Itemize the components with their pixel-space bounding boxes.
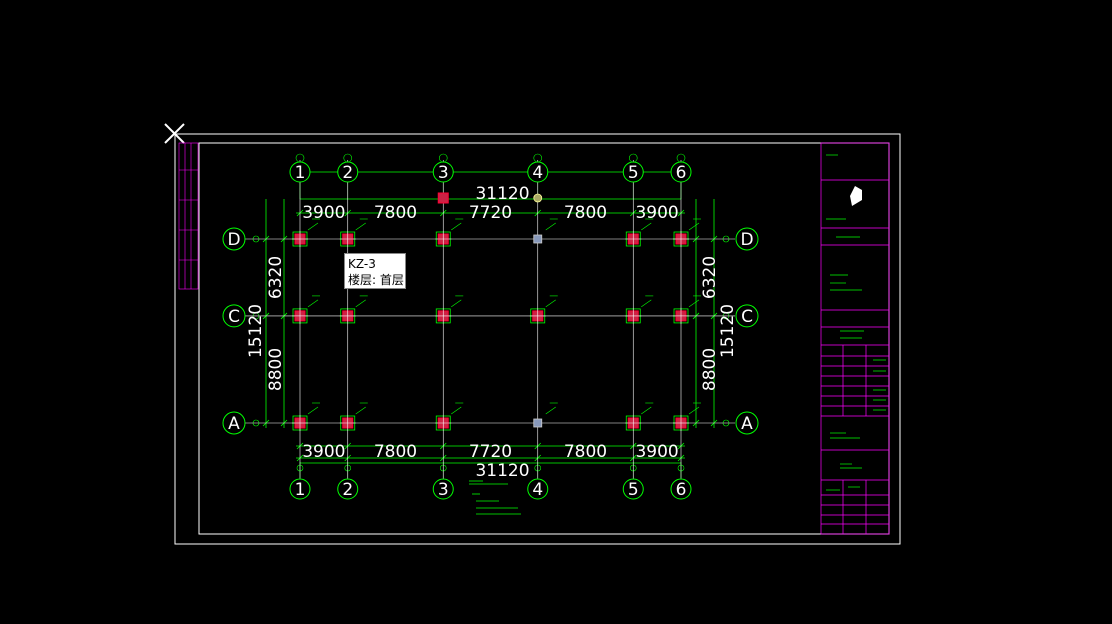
column-label-leader [688,222,700,231]
grid-bubble-label: 5 [628,163,639,183]
grid-bubble-3 [432,161,454,183]
column-label-leader [307,299,319,308]
dimension-text-span: 3900 [635,203,678,223]
grid-bubble-4 [527,478,549,500]
column-label-leader [688,299,700,308]
grid-bubble-2 [337,161,359,183]
column-label-leader [545,222,556,231]
grid-bubble-1 [289,161,311,183]
inner-sheet-frame [198,142,890,535]
grid-bubble-label: D [740,230,753,250]
dimension-text-span: 7720 [469,203,512,223]
dimension-text-layer: 3900 7800 7720 7800 3900 3900 7800 7720 7800 3900… [246,184,738,481]
column-marker-gray [533,234,543,244]
dimension-text-y-span: 8800 [700,348,720,391]
dimension-text-y-total: 15120 [246,304,266,358]
title-block-scribbles [826,154,886,491]
node-marker-extra [533,193,543,203]
grid-bubble-label: 4 [532,163,543,183]
column-label-leader [451,222,462,231]
grid-bubble-label: 3 [438,480,449,500]
outer-sheet-frame [174,133,901,545]
grid-bubble-label: 5 [628,480,639,500]
grid-bubble-A [735,411,759,435]
grid-bubble-A [222,411,246,435]
grid-bubble-label: 1 [295,163,306,183]
grid-bubble-label: 4 [532,480,543,500]
tooltip-floor: 楼层: 首层 [348,273,404,287]
column-label-leader [641,406,652,415]
title-block [820,142,890,535]
grid-bubble-C [735,304,759,328]
dimension-text-span: 3900 [635,442,678,462]
column-tooltip: KZ-3 楼层: 首层 [344,253,406,289]
grid-bubble-label: A [741,414,753,434]
grid-bubble-label: 6 [676,163,687,183]
dimension-text-span: 3900 [302,442,345,462]
north-arrow-icon [850,186,862,206]
grid-bubble-6 [670,161,692,183]
column-section-extra [437,192,449,204]
column-label-leader [641,299,652,308]
column-label-leader [355,222,366,231]
general-notes-scribbles [469,480,521,515]
grid-bubble-5 [622,478,644,500]
column-label-leader [307,406,319,415]
dimension-text-span: 7720 [469,442,512,462]
grid-bubble-label: 2 [342,480,353,500]
column-label-leader [688,406,700,415]
dimension-text-span: 7800 [374,203,417,223]
dimension-text-y-span: 6320 [700,256,720,299]
grid-bubble-label: 6 [676,480,687,500]
crosshair-cursor-icon [164,123,185,144]
grid-bubble-label: 1 [295,480,306,500]
column-layer [292,192,701,431]
column-label-leader [641,222,652,231]
grid-bubble-label: C [741,307,753,327]
grid-bubble-3 [432,478,454,500]
dimension-text-span: 7800 [564,442,607,462]
grid-bubble-D [222,227,246,251]
column-label-leader [451,406,462,415]
grid-bubble-2 [337,478,359,500]
grid-bubble-5 [622,161,644,183]
grid-bubble-6 [670,478,692,500]
dimension-text-span: 7800 [564,203,607,223]
grid-bubble-label: A [228,414,240,434]
binding-strip [178,142,199,290]
grid-bubble-4 [527,161,549,183]
dimension-text-span: 3900 [302,203,345,223]
dimension-text-y-span: 8800 [266,348,286,391]
column-label-leader [545,406,556,415]
grid-bubble-label: C [228,307,240,327]
grid-bubble-label: 2 [342,163,353,183]
column-label-leader [355,299,366,308]
column-label-leader [307,222,319,231]
column-marker-gray [533,418,543,428]
grid-bubble-label: 3 [438,163,449,183]
tooltip-column-name: KZ-3 [348,257,376,271]
grid-bubble-D [735,227,759,251]
dimension-text-y-total: 15120 [718,304,738,358]
column-label-leader [451,299,462,308]
grid-bubble-1 [289,478,311,500]
dimension-text-y-span: 6320 [266,256,286,299]
column-label-leader [545,299,556,308]
grid-bubble-label: D [227,230,240,250]
column-label-leader [355,406,366,415]
grid-bubble-C [222,304,246,328]
dimension-text-total-top: 31120 [475,184,529,204]
dimension-text-span: 7800 [374,442,417,462]
dimension-text-total-bottom: 31120 [475,461,529,481]
